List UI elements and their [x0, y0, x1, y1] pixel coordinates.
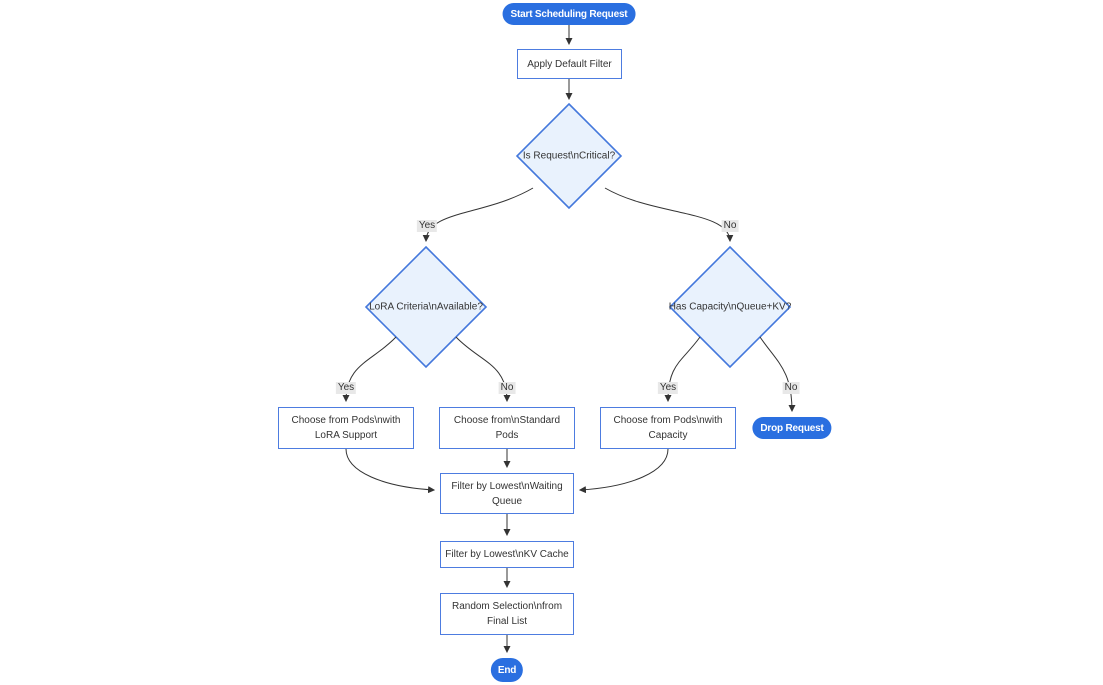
end-node: End	[490, 658, 524, 682]
choose-capacity-pods-node: Choose from Pods\nwith Capacity	[600, 407, 736, 449]
random-selection-node: Random Selection\nfrom Final List	[440, 593, 574, 635]
edge-label-capacity-no: No	[782, 382, 800, 394]
filter-waiting-queue-node: Filter by Lowest\nWaiting Queue	[440, 473, 574, 514]
has-capacity-decision: Has Capacity\nQueue+KV?	[668, 301, 792, 313]
filter-kv-cache-node: Filter by Lowest\nKV Cache	[440, 541, 574, 568]
edge-label-lora-yes: Yes	[335, 382, 357, 394]
edge-label-lora-no: No	[498, 382, 516, 394]
edge-label-capacity-yes: Yes	[657, 382, 679, 394]
edge-label-critical-no: No	[721, 220, 739, 232]
edge-label-critical-yes: Yes	[416, 220, 438, 232]
drop-request-node: Drop Request	[752, 417, 832, 439]
choose-lora-pods-node: Choose from Pods\nwith LoRA Support	[278, 407, 414, 449]
apply-default-filter-node: Apply Default Filter	[517, 49, 622, 79]
choose-standard-pods-node: Choose from\nStandard Pods	[439, 407, 575, 449]
is-request-critical-decision: Is Request\nCritical?	[522, 150, 616, 162]
decision-shapes	[364, 102, 792, 369]
lora-criteria-decision: LoRA Criteria\nAvailable?	[369, 301, 483, 313]
start-node: Start Scheduling Request	[502, 3, 636, 25]
